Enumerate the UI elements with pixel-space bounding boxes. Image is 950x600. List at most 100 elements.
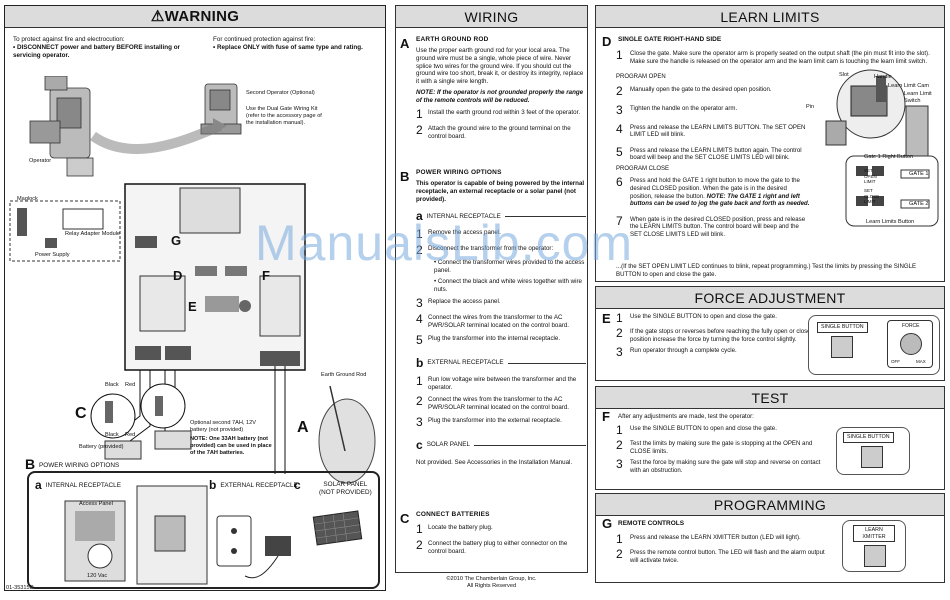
warning-text: To protect against fire and electrocutio… (5, 28, 385, 60)
learn-xmitter-label: LEARN XMITTER (853, 525, 895, 543)
step-text: Manually open the gate to the desired op… (630, 85, 772, 93)
step-number: 2 (616, 438, 623, 452)
step-number: 1 (416, 373, 423, 388)
force-dial: FORCE OFF MAX (887, 320, 933, 368)
step-number: 3 (616, 457, 623, 472)
step-text: Use the SINGLE BUTTON to open and close … (630, 425, 777, 432)
step-text: Locate the battery plug. (428, 524, 493, 532)
option-c-letter: c (294, 478, 301, 492)
step-text: Press and release the LEARN LIMITS butto… (630, 146, 802, 162)
set-open-label: SET OPEN LIMIT (864, 168, 877, 185)
step-number: 2 (616, 326, 623, 340)
test-letter: F (602, 409, 610, 424)
board-callout-e: E (188, 299, 197, 314)
option-c-label-1: SOLAR PANEL (323, 481, 368, 488)
warning-col-2: For continued protection against fire: •… (213, 36, 393, 60)
copyright-line-2: All Rights Reserved (466, 582, 517, 589)
black-label: Black (105, 382, 119, 388)
step-number: 2 (416, 243, 423, 258)
test-panel: TEST F After any adjustments are made, t… (595, 386, 945, 490)
gate1-label: GATE 1 (909, 171, 929, 177)
step-number: 2 (416, 394, 423, 409)
warning-col-2-title: For continued protection against fire: (213, 36, 316, 43)
step-number: 7 (616, 213, 623, 228)
earth-ground-rod-label: Earth Ground Rod (321, 372, 367, 378)
step-note: NOTE: The GATE 1 right and left buttons … (630, 192, 810, 208)
option-a-label: INTERNAL RECEPTACLE (45, 482, 121, 490)
copyright-line-1: ©2010 The Chamberlain Group, Inc. (446, 576, 537, 582)
section-a-para: Use the proper earth ground rod for your… (416, 47, 584, 86)
callout-a: A (297, 419, 309, 436)
test-illustration: SINGLE BUTTON (836, 427, 910, 475)
step-number: 1 (416, 227, 423, 242)
step-text: Press the remote control button. The LED… (630, 549, 825, 564)
learn-limits-illustration (825, 69, 939, 227)
step-text: If the gate stops or reverses before rea… (630, 328, 814, 343)
option-c: c (294, 478, 305, 493)
option-c-label: SOLAR PANEL (NOT PROVIDED) (319, 481, 372, 497)
sub-b-letter: b (416, 355, 424, 370)
second-operator-label: Second Operator (Optional) (246, 90, 315, 96)
slot-label: Slot (839, 72, 849, 78)
handle-label: Handle (874, 74, 892, 80)
step-text: Connect the wires from the transformer t… (428, 314, 570, 330)
wiring-diagram: Second Operator (Optional) Use the Dual … (5, 76, 387, 591)
learn-xmitter-button-icon (864, 545, 886, 567)
step-number: 2 (416, 538, 423, 553)
step-text: Plug the transformer into the internal r… (428, 334, 561, 342)
step-text: Press and release the LEARN XMITTER butt… (630, 534, 801, 541)
warning-col-1-text: • DISCONNECT power and battery BEFORE in… (13, 43, 180, 59)
section-a: A EARTH GROUND ROD Use the proper earth … (398, 36, 586, 141)
program-open-label: PROGRAM OPEN (616, 74, 666, 80)
warning-diagram-panel: ⚠WARNING To protect against fire and ele… (4, 5, 386, 591)
programming-title: PROGRAMMING (596, 494, 944, 516)
watermark: ManualsLib.com (255, 215, 634, 271)
force-letter: E (602, 311, 611, 326)
section-a-note: NOTE: If the operator is not grounded pr… (416, 88, 584, 104)
sub-c-text: Not provided. See Accessories in the Ins… (416, 458, 573, 466)
access-panel-label: Access Panel (79, 501, 113, 507)
copyright: ©2010 The Chamberlain Group, Inc. All Ri… (395, 576, 588, 590)
step-number: 5 (416, 332, 423, 347)
programming-letter: G (602, 516, 613, 531)
step-text: Tighten the handle on the operator arm. (630, 104, 738, 112)
learn-limits-button-label: Learn Limits Button (866, 219, 915, 225)
test-title: TEST (596, 387, 944, 409)
learn-limit-cam-label: Learn Limit Cam (888, 83, 930, 89)
section-a-letter: A (400, 36, 410, 51)
force-illustration: SINGLE BUTTON FORCE OFF MAX (808, 315, 940, 375)
pin-label: Pin (806, 104, 815, 110)
callout-c: C (75, 405, 87, 422)
section-b-title: POWER WIRING OPTIONS (416, 169, 502, 176)
option-b-letter: b (209, 478, 217, 492)
test-intro: After any adjustments are made, test the… (618, 413, 754, 420)
sub-a-bullet-2: • Connect the black and white wires toge… (434, 277, 582, 293)
second-operator-note: Use the Dual Gate Wiring Kit (refer to t… (246, 106, 322, 126)
warning-col-1-title: To protect against fire and electrocutio… (13, 36, 125, 43)
step-6-body: Press and hold the GATE 1 right button t… (630, 177, 811, 207)
single-button-icon (831, 336, 853, 358)
sub-c-letter: c (416, 437, 423, 452)
power-wiring-letter: B (25, 456, 36, 472)
board-callout-g: G (171, 233, 182, 248)
section-c-title: CONNECT BATTERIES (416, 511, 490, 518)
step-number: 3 (616, 345, 623, 360)
board-callout-d: D (173, 268, 183, 283)
section-b-para: This operator is capable of being powere… (416, 180, 585, 203)
learn-limits-panel: LEARN LIMITS D SINGLE GATE RIGHT-HAND SI… (595, 5, 945, 282)
warning-col-2-text: • Replace ONLY with fuse of same type an… (213, 43, 363, 51)
